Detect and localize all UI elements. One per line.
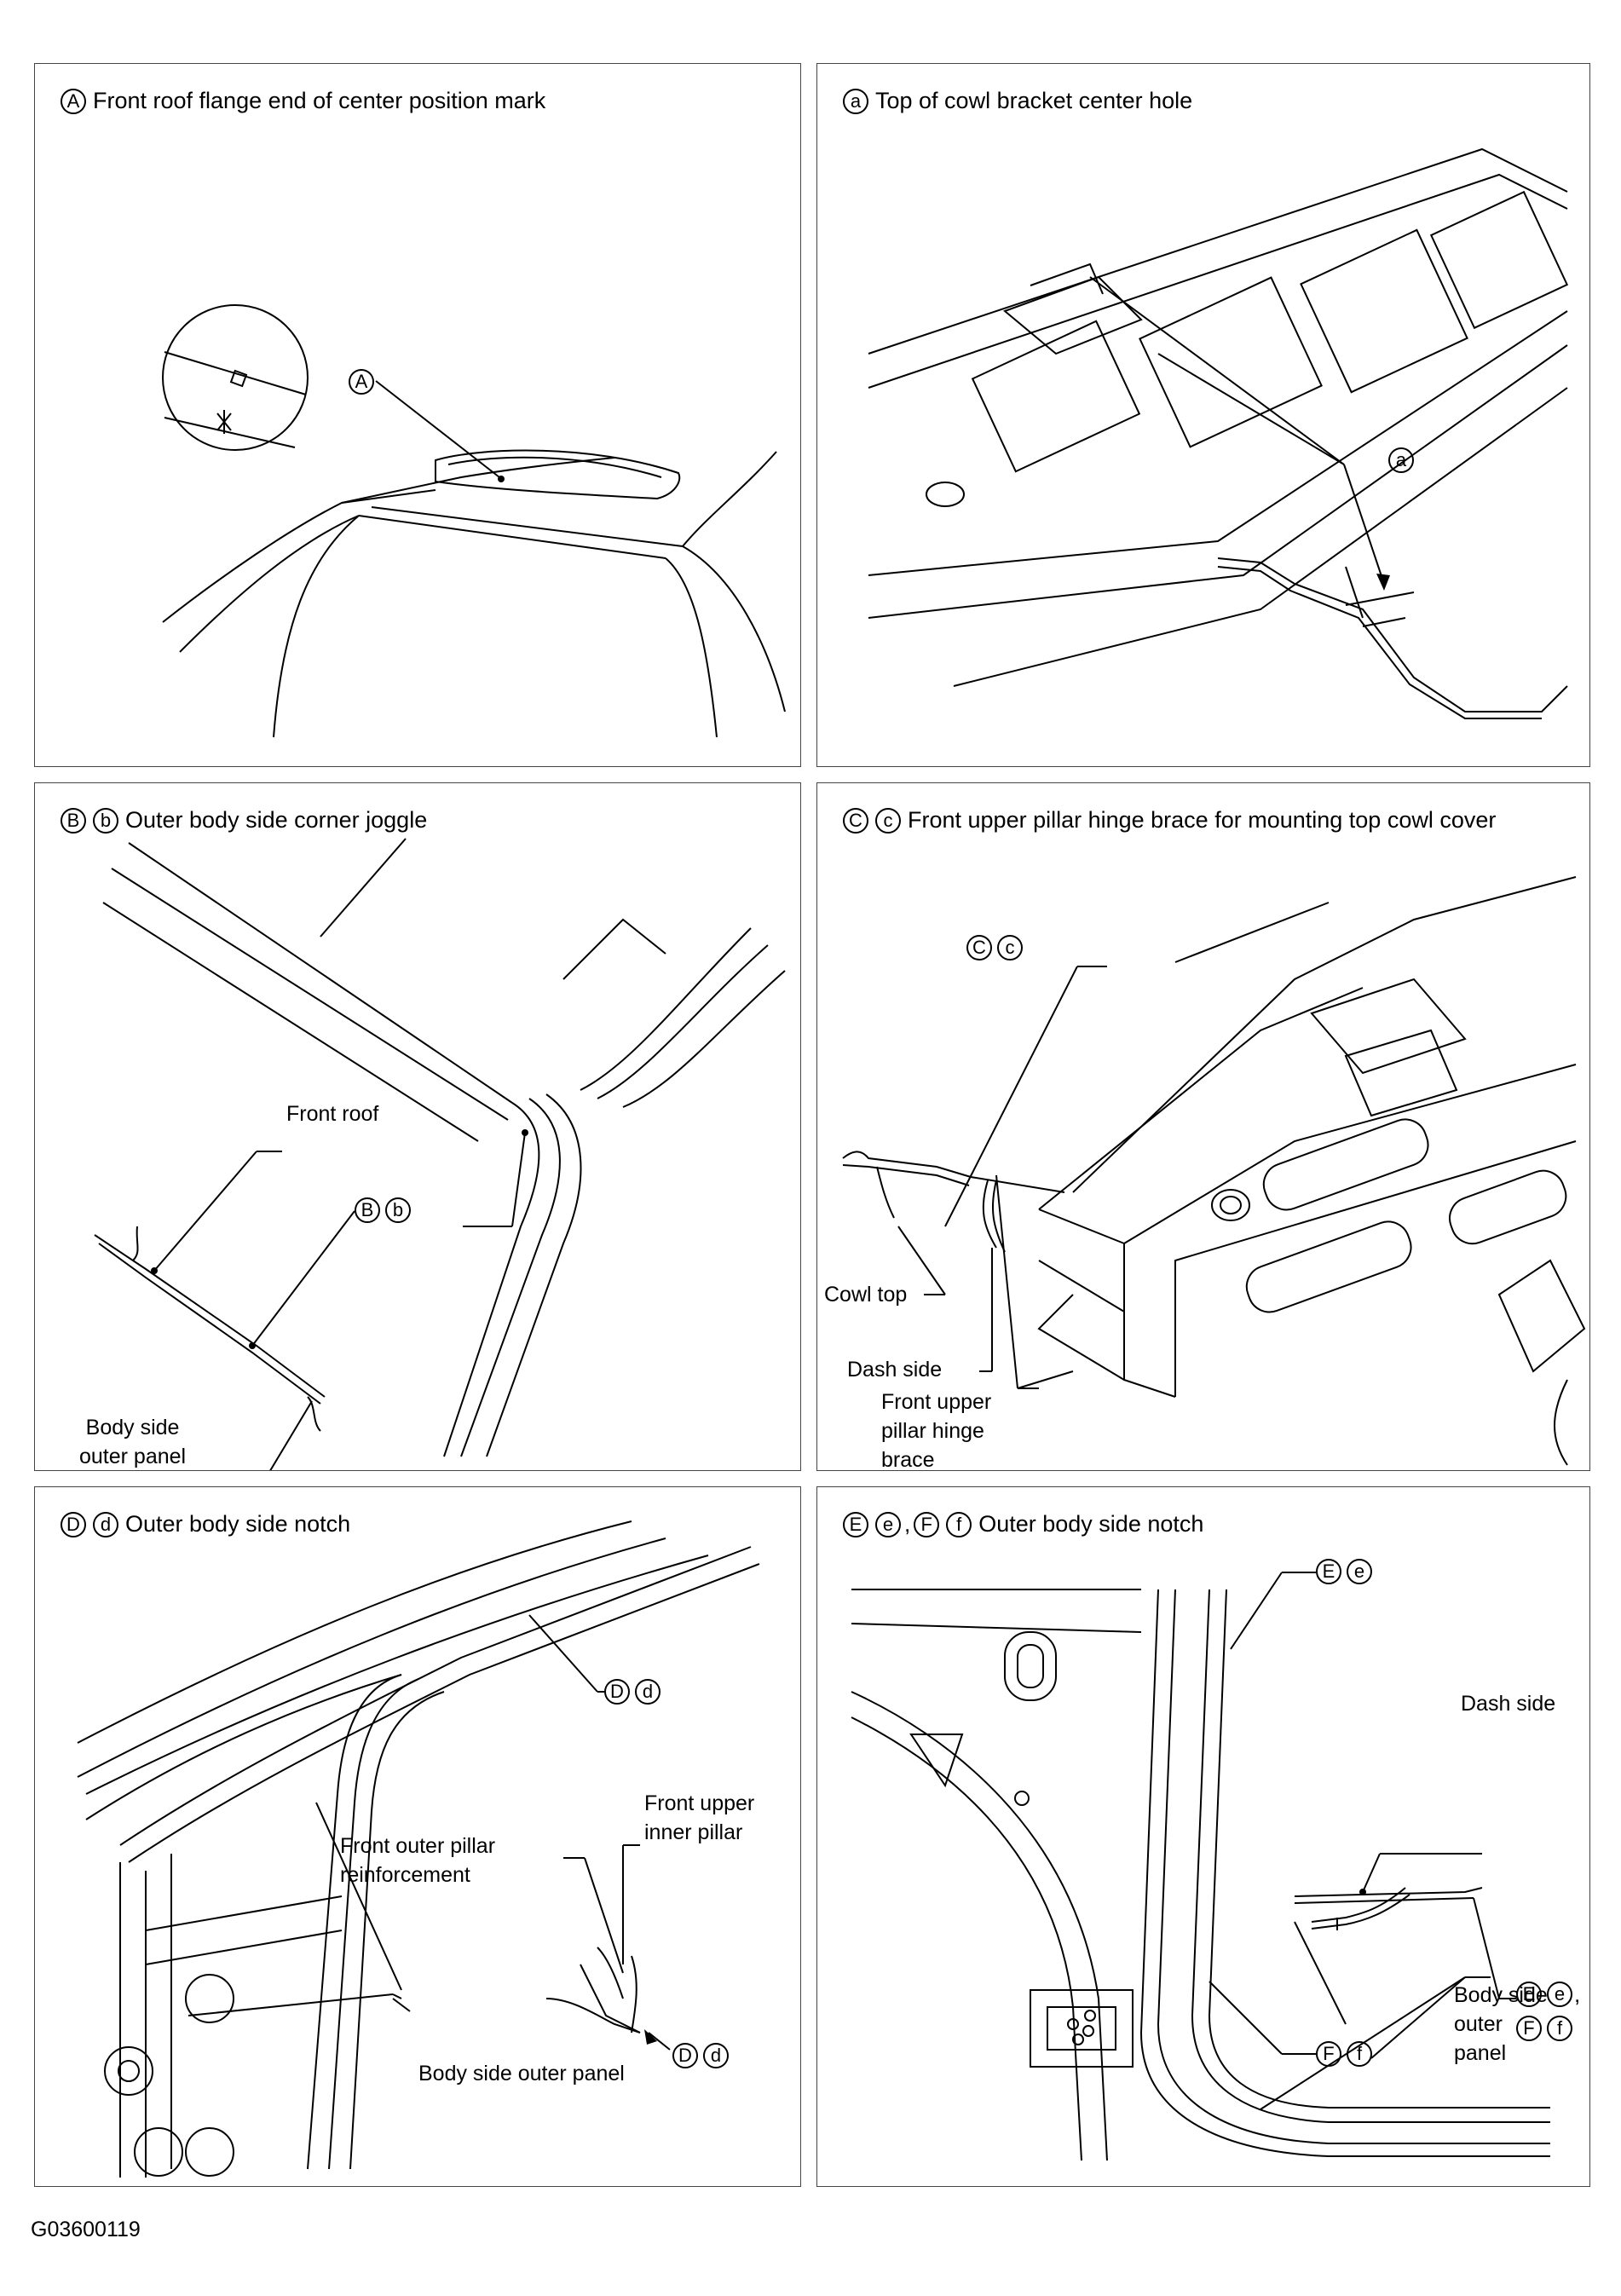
label-body-side-outer-panel-eeff-main: Body side outer panel [1454,1983,1548,2065]
marker-F: F [914,1511,940,1537]
callout-marker-e: e [1347,1559,1372,1584]
panel-cc-hinge-brace: C c Front upper pillar hinge brace for m… [816,782,1590,1471]
label-front-roof: Front roof [286,1102,379,1126]
label-body-side-outer-panel: Body side outer panel [79,1416,187,1468]
panel-title-a-lower: a Top of cowl bracket center hole [843,88,1192,114]
callout-marker-f2: f [1547,2016,1572,2041]
marker-A: A [61,88,86,114]
corner-joggle-illustration [94,838,786,1470]
callout-Ff-right: F f [1516,2016,1572,2041]
callout-marker-F3: F [1316,2041,1341,2067]
marker-e: e [875,1511,901,1537]
panel-title-eeff: E e , F f Outer body side notch [843,1511,1203,1537]
callout-comma: , [1574,1982,1581,2007]
panel-eeff-notch: E e , F f Outer body side notch E e Dash… [816,1486,1590,2187]
marker-d: d [93,1511,118,1537]
callout-Bb: B b [355,1197,411,1223]
marker-c: c [875,807,901,834]
label-dash-side-eeff: Dash side [1461,1692,1556,1716]
callout-marker-f3: f [1347,2041,1372,2067]
callout-a: a [1388,447,1414,473]
title-comma: , [904,1511,911,1537]
callout-marker-A: A [349,369,374,395]
callout-marker-b: b [385,1197,411,1223]
panel-dd-notch: D d Outer body side notch D d Front uppe… [34,1486,801,2187]
callout-marker-E2: E [1516,1982,1542,2007]
panel-title-dd: D d Outer body side notch [61,1511,350,1537]
panel-title-bb: B b Outer body side corner joggle [61,807,427,834]
marker-b: b [93,807,118,834]
panel-a-lower-cowl-bracket: a Top of cowl bracket center hole a [816,63,1590,767]
callout-marker-C: C [966,935,992,961]
callout-Cc: C c [966,935,1023,961]
title-text: Top of cowl bracket center hole [875,88,1193,113]
cowl-bracket-illustration [868,147,1569,719]
marker-D: D [61,1511,86,1537]
callout-Dd-lower: D d [672,2043,729,2068]
label-dash-side: Dash side [847,1358,943,1382]
label-cowl-top: Cowl top [824,1283,908,1307]
notch-dd-illustration [77,1520,760,2178]
panel-bb-corner-joggle: B b Outer body side corner joggle Front … [34,782,801,1471]
label-front-upper-inner-pillar: Front upper inner pillar [644,1791,755,1844]
callout-Ee-upper: E e [1316,1559,1372,1584]
label-front-outer-pillar-reinforcement: Front outer pillar reinforcement [340,1834,496,1887]
title-text: Outer body side notch [978,1511,1204,1537]
callout-Ff-lower: F f [1316,2041,1372,2067]
callout-marker-B: B [355,1197,380,1223]
panel-title-cc: C c Front upper pillar hinge brace for m… [843,807,1496,834]
marker-f: f [946,1511,972,1537]
marker-a: a [843,88,868,114]
callout-marker-F2: F [1516,2016,1542,2041]
reference-code: G03600119 [31,2218,141,2241]
marker-E: E [843,1511,868,1537]
callout-A: A [349,369,374,395]
callout-Dd-upper: D d [604,1679,661,1705]
callout-Ee-right: E e , [1516,1982,1581,2008]
marker-B: B [61,807,86,834]
label-body-side-outer-panel-dd: Body side outer panel [418,2062,625,2085]
callout-marker-D: D [604,1679,630,1705]
title-text: Front upper pillar hinge brace for mount… [908,807,1497,833]
callout-marker-d2: d [703,2043,729,2068]
callout-marker-e2: e [1547,1982,1572,2007]
marker-C: C [843,807,868,834]
hinge-brace-illustration [842,876,1586,1466]
notch-eeff-illustration [851,1572,1550,2161]
panel-a-front-roof-flange: A Front roof flange end of center positi… [34,63,801,767]
title-text: Outer body side corner joggle [125,807,428,833]
roof-flange-illustration [162,304,786,738]
label-hinge-brace: Front upper pillar hinge brace [881,1390,992,1471]
panel-title-a: A Front roof flange end of center positi… [61,88,545,114]
callout-marker-E: E [1316,1559,1341,1584]
callout-marker-a: a [1388,447,1414,473]
callout-marker-d: d [635,1679,661,1705]
title-text: Front roof flange end of center position… [93,88,546,113]
title-text: Outer body side notch [125,1511,351,1537]
callout-marker-D2: D [672,2043,698,2068]
callout-marker-c: c [997,935,1023,961]
